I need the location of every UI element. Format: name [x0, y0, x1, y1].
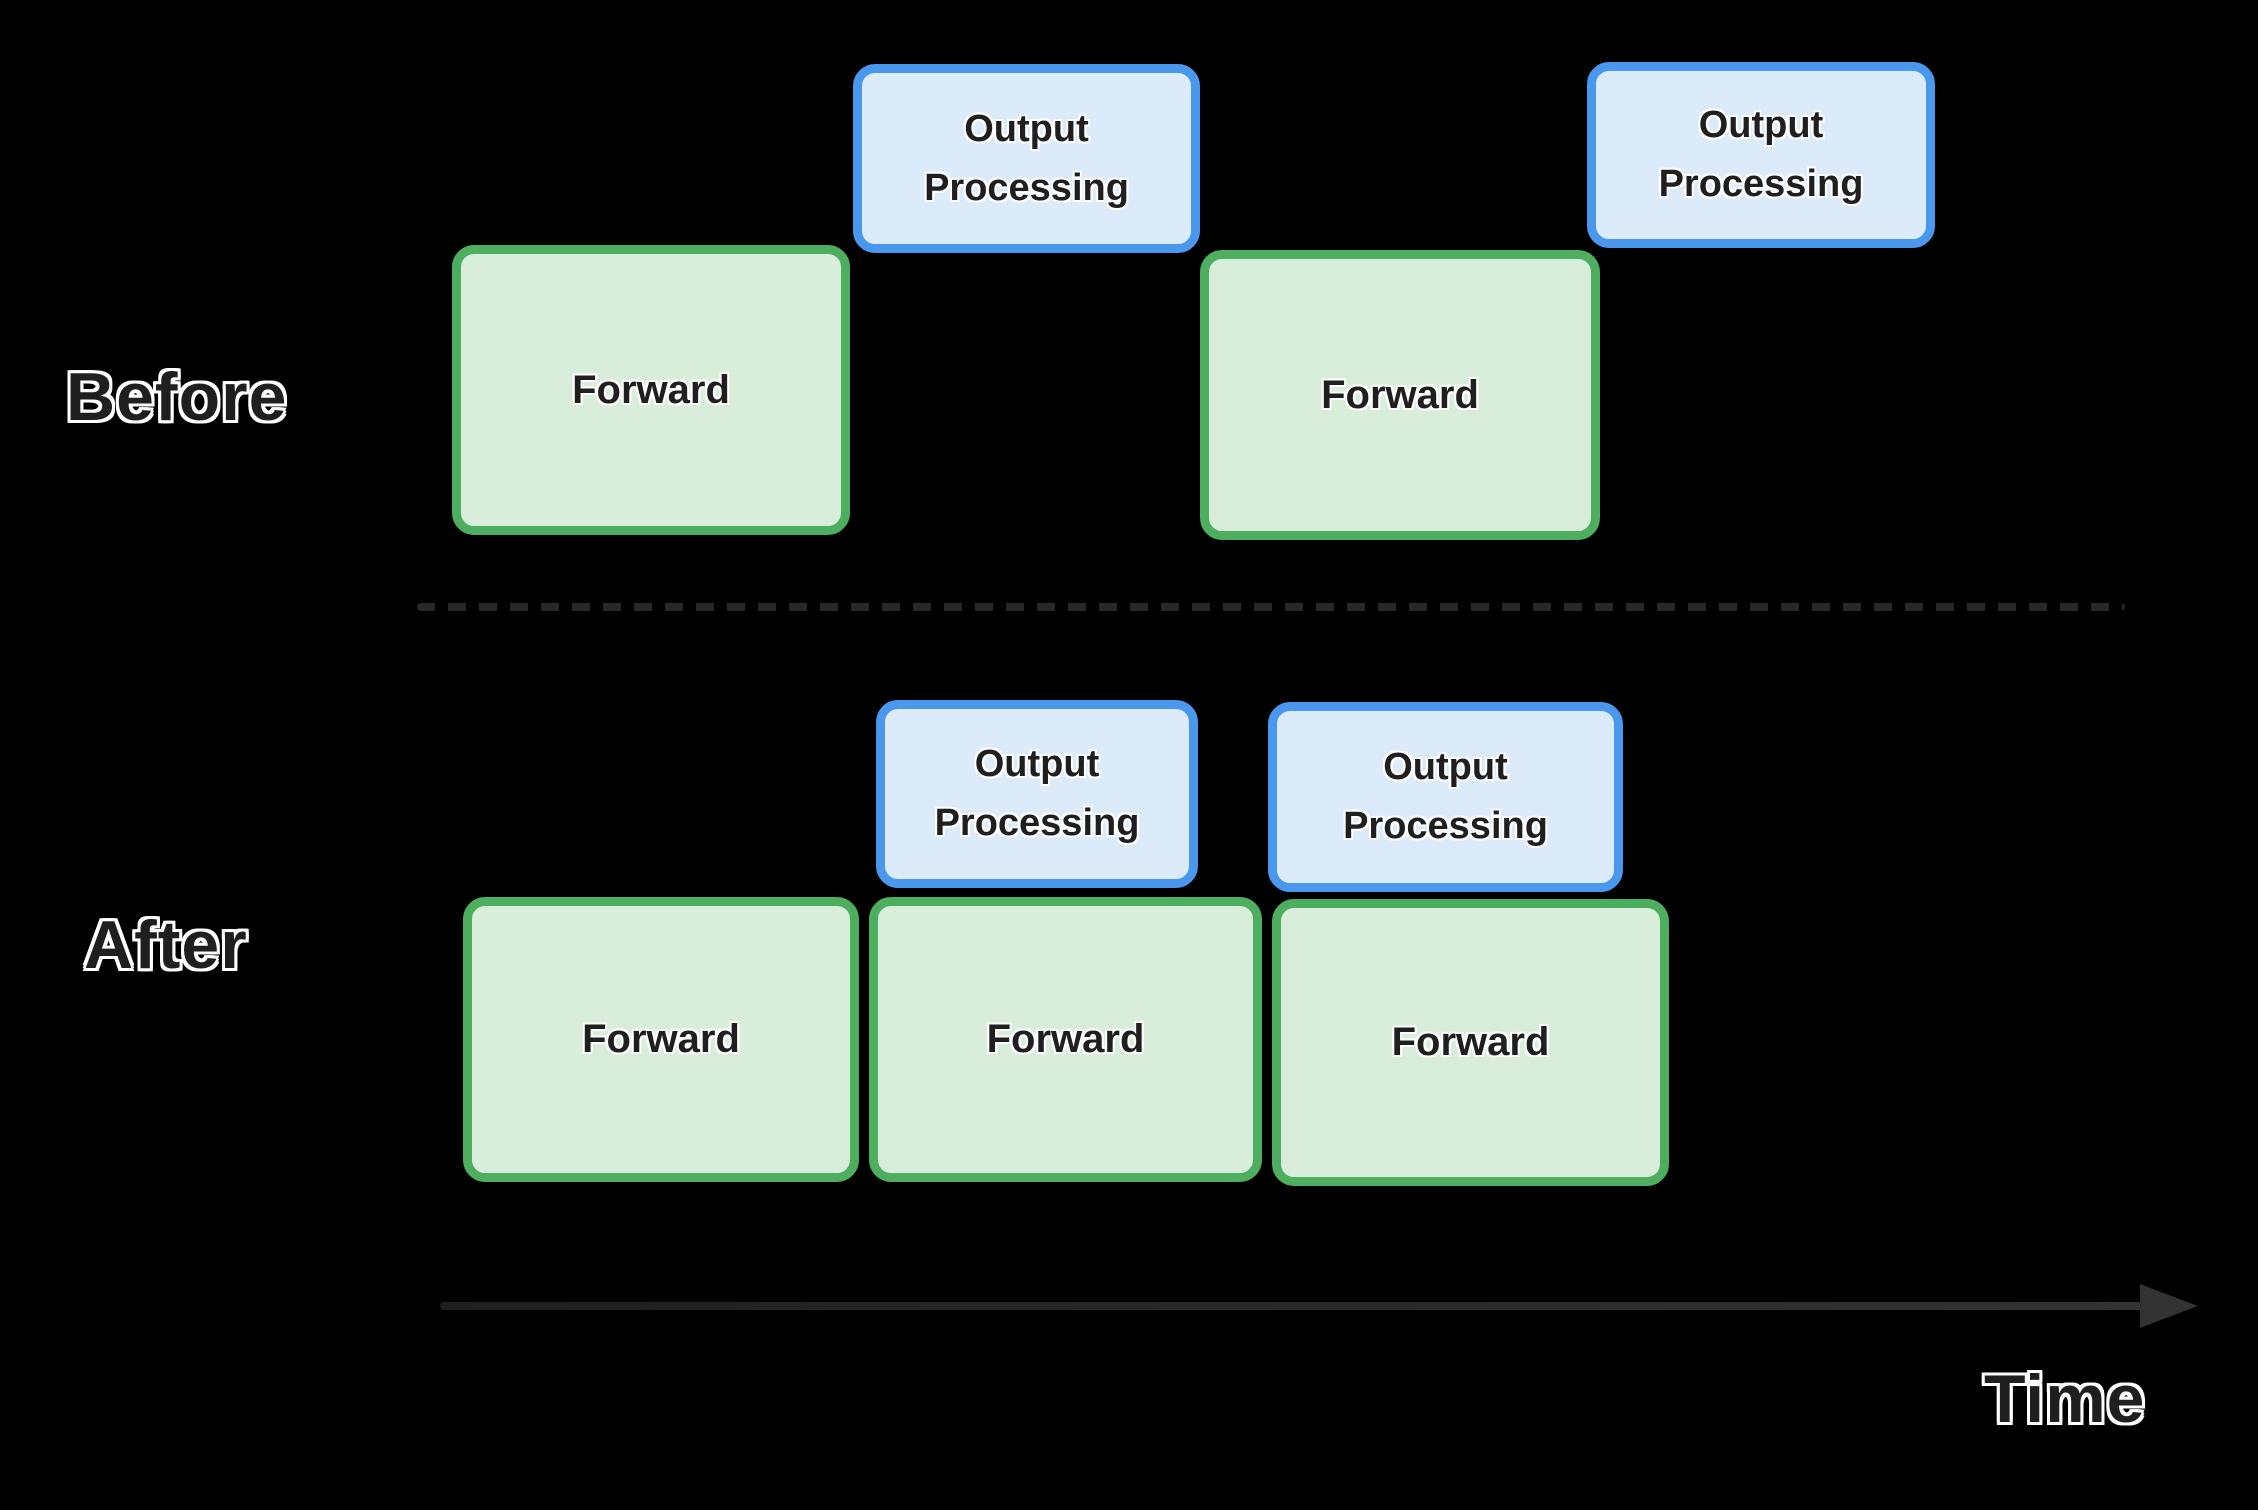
task-box-output-processing: Output Processing: [1587, 62, 1935, 248]
task-box-label: Forward: [1321, 372, 1479, 417]
task-box-label: Output Processing: [934, 743, 1140, 844]
task-box-forward: Forward: [463, 897, 859, 1182]
before-section-label: Before: [66, 359, 288, 435]
task-box-forward: Forward: [1200, 250, 1600, 540]
task-box-forward: Forward: [1272, 899, 1669, 1186]
task-box-label: Forward: [1391, 1020, 1550, 1064]
task-box-output-processing: Output Processing: [876, 700, 1198, 888]
task-box-output-processing: Output Processing: [1268, 702, 1623, 892]
task-box-label: Output Processing: [1658, 104, 1864, 205]
after-section-label: After: [84, 907, 248, 983]
task-box-forward: Forward: [452, 245, 850, 535]
time-axis-label: Time: [1984, 1361, 2146, 1437]
task-box-label: Output Processing: [924, 107, 1129, 209]
task-box-label: Forward: [572, 367, 730, 412]
time-axis-arrowhead-icon: [2140, 1284, 2198, 1328]
task-box-forward: Forward: [869, 897, 1262, 1182]
time-axis-line: [440, 1302, 2142, 1310]
task-box-label: Forward: [986, 1017, 1145, 1061]
task-box-output-processing: Output Processing: [853, 64, 1200, 253]
task-box-label: Output Processing: [1343, 746, 1548, 847]
section-divider-dashed-line: [417, 603, 2125, 611]
task-box-label: Forward: [582, 1017, 740, 1061]
